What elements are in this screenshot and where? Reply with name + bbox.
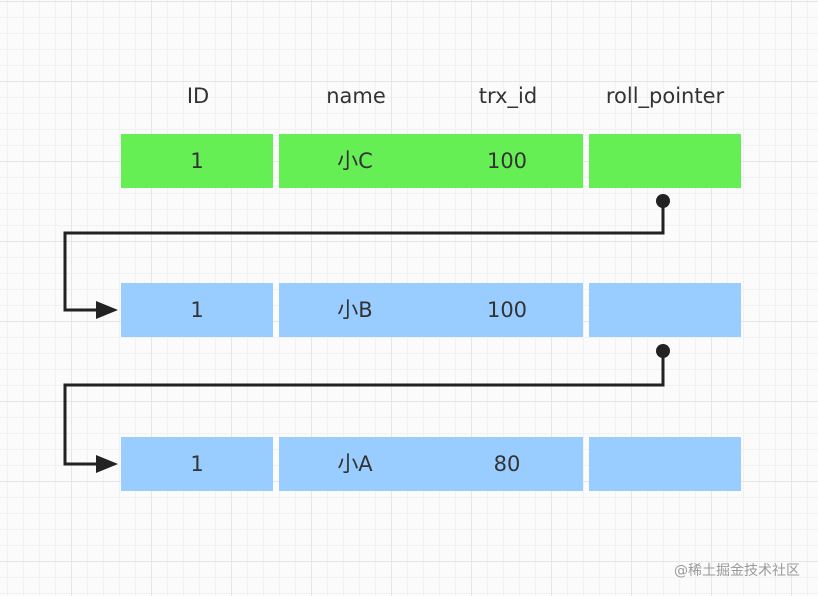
row-2-trx-id-cell: 80 (431, 437, 583, 491)
header-trx-id: trx_id (478, 84, 538, 108)
row-1-trx-id-cell: 100 (431, 283, 583, 337)
row-2-roll-pointer-cell (589, 437, 741, 491)
connector-row1-to-row2 (63, 344, 670, 473)
watermark: @稀土掘金技术社区 (674, 563, 800, 579)
arrowhead (96, 301, 118, 319)
row-0-name-cell: 小C (279, 134, 431, 188)
row-1-roll-pointer-cell (589, 283, 741, 337)
connector-line (63, 351, 665, 466)
row-0-trx-id-cell: 100 (431, 134, 583, 188)
connector-row0-to-row1 (63, 194, 670, 319)
row-0-id-cell: 1 (121, 134, 273, 188)
row-0-roll-pointer-cell (589, 134, 741, 188)
header-name: name (326, 84, 386, 108)
row-1-id-cell: 1 (121, 283, 273, 337)
row-2-id-cell: 1 (121, 437, 273, 491)
connector-line (63, 201, 665, 312)
header-id: ID (186, 84, 210, 108)
row-2-name-cell: 小A (279, 437, 431, 491)
row-1-name-cell: 小B (279, 283, 431, 337)
arrowhead (96, 455, 118, 473)
header-roll-pointer: roll_pointer (605, 84, 725, 108)
